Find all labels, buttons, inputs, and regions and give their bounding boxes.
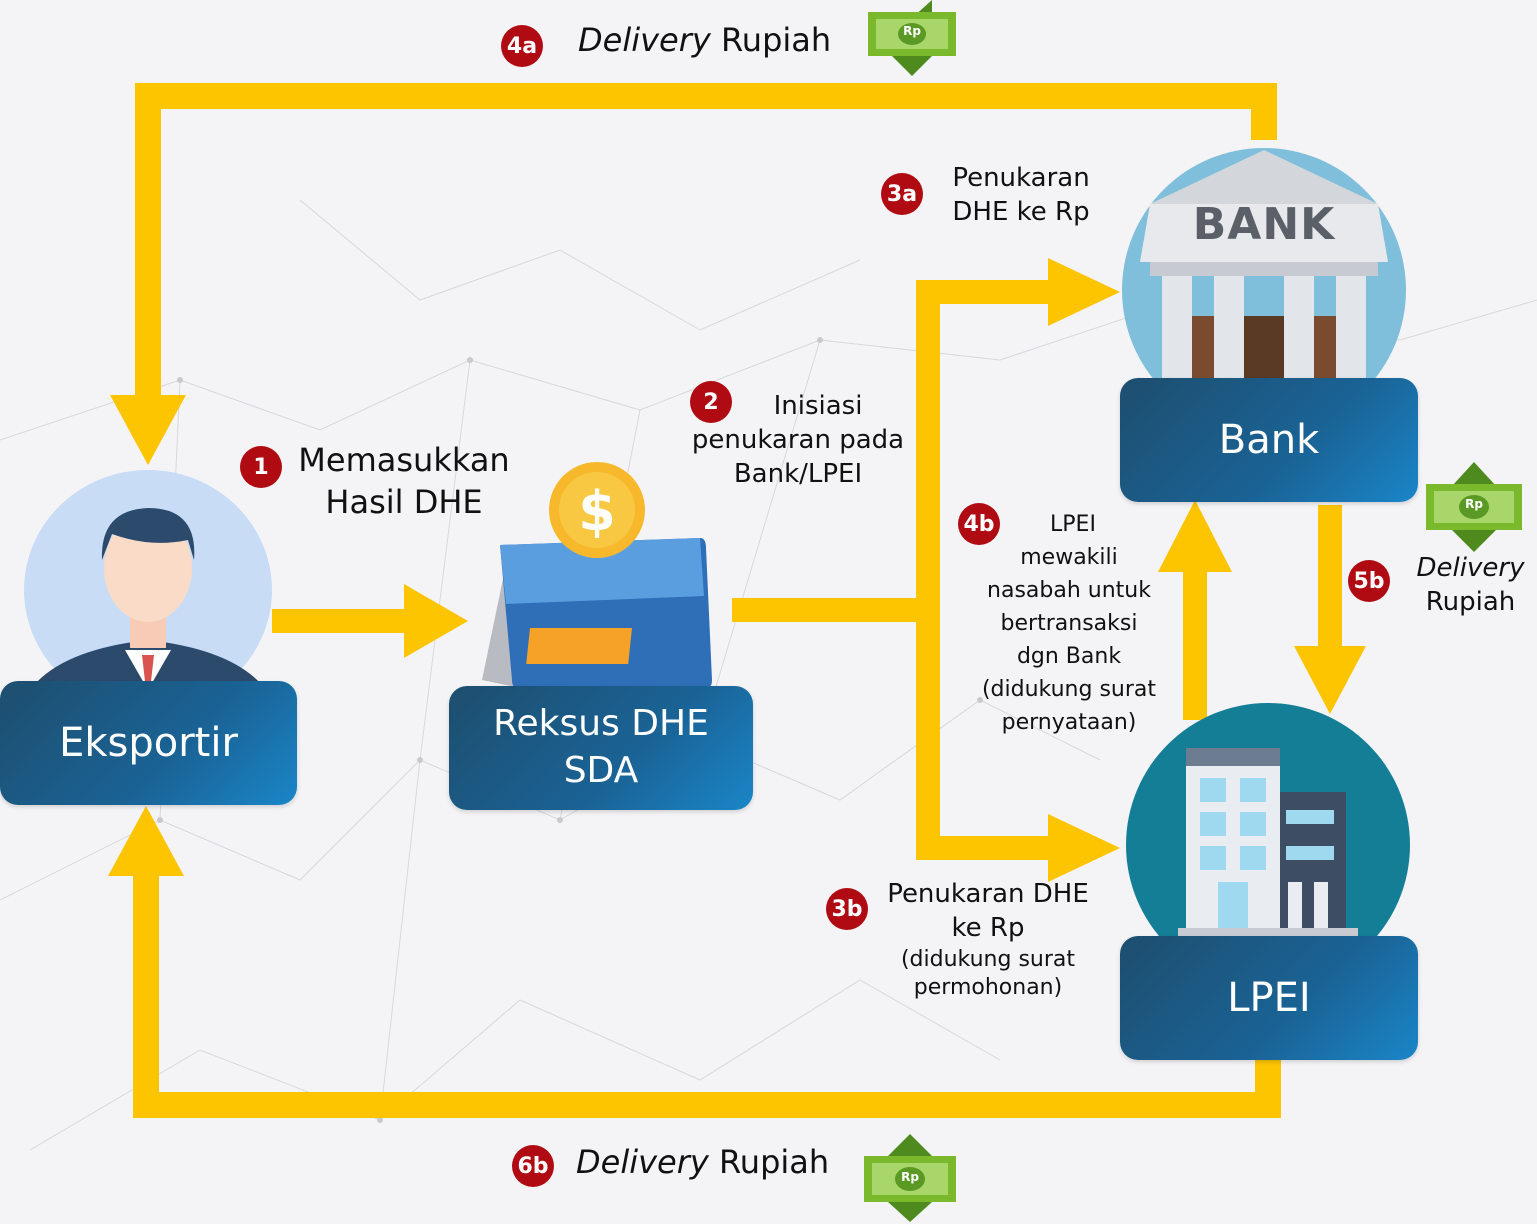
step-4b-line7: pernyataan) bbox=[1001, 710, 1137, 735]
node-eksportir-label: Eksportir bbox=[59, 720, 238, 766]
arrow-1 bbox=[272, 584, 468, 658]
node-eksportir: Eksportir bbox=[0, 681, 297, 805]
step-6b-label: Delivery Rupiah bbox=[576, 1142, 866, 1184]
money-bill-icon bbox=[1426, 462, 1522, 552]
step-1-line2: Hasil DHE bbox=[325, 482, 483, 521]
step-3b-line1: Penukaran DHE bbox=[887, 879, 1089, 909]
step-badge-4b: 4b bbox=[958, 503, 1000, 545]
node-reksus-dhe-sda: Reksus DHE SDA bbox=[449, 686, 753, 810]
step-3b-line3: (didukung surat bbox=[900, 946, 1076, 972]
node-lpei: LPEI bbox=[1120, 936, 1418, 1060]
bank-building-icon bbox=[1122, 148, 1406, 432]
money-bill-icon bbox=[868, 0, 956, 76]
node-reksus-line1: Reksus DHE bbox=[493, 703, 709, 745]
step-5b-italic: Delivery bbox=[1416, 553, 1525, 583]
step-4b-line6: (didukung surat bbox=[981, 677, 1157, 702]
step-4b-line5: dgn Bank bbox=[1016, 644, 1122, 669]
step-2-line1: Inisiasi bbox=[773, 391, 863, 421]
node-bank: Bank bbox=[1120, 378, 1418, 502]
step-4b-line2: mewakili bbox=[1020, 545, 1118, 570]
arrow-4a bbox=[110, 83, 1277, 465]
step-badge-3a: 3a bbox=[881, 173, 923, 215]
bank-sign: BANK bbox=[1192, 199, 1336, 250]
step-badge-1: 1 bbox=[240, 446, 282, 488]
money-rp-label: Rp bbox=[1465, 497, 1483, 511]
step-4b-line3: nasabah untuk bbox=[987, 578, 1151, 603]
step-4b-line4: bertransaksi bbox=[1000, 611, 1138, 636]
step-4b-label: LPEI mewakili nasabah untuk bertransaksi… bbox=[962, 508, 1176, 739]
step-3a-line1: Penukaran bbox=[952, 163, 1090, 193]
node-lpei-label: LPEI bbox=[1227, 975, 1311, 1021]
money-rp-label: Rp bbox=[903, 24, 921, 38]
step-4a-text: Rupiah bbox=[721, 21, 832, 59]
step-2-line3: Bank/LPEI bbox=[733, 458, 863, 489]
step-2-line2: penukaran pada bbox=[691, 424, 905, 455]
step-5b-text: Rupiah bbox=[1425, 586, 1516, 617]
step-2-label: Inisiasi penukaran pada Bank/LPEI bbox=[678, 390, 918, 491]
arrow-4b bbox=[1158, 500, 1232, 720]
step-badge-4a: 4a bbox=[501, 25, 543, 67]
step-3b-label: Penukaran DHE ke Rp (didukung surat perm… bbox=[872, 878, 1104, 1003]
node-reksus-line2: SDA bbox=[563, 750, 639, 791]
node-bank-label: Bank bbox=[1218, 417, 1320, 463]
arrow-5b bbox=[1294, 505, 1366, 714]
svg-text:$: $ bbox=[578, 480, 616, 543]
step-5b-label: Delivery Rupiah bbox=[1404, 552, 1537, 620]
step-4a-italic: Delivery bbox=[578, 21, 711, 59]
step-badge-2: 2 bbox=[690, 381, 732, 423]
step-3b-line4: permohonan) bbox=[913, 975, 1063, 1001]
step-6b-text: Rupiah bbox=[719, 1143, 830, 1181]
step-badge-3b: 3b bbox=[826, 888, 868, 930]
money-bill-icon bbox=[864, 1134, 956, 1222]
office-building-icon bbox=[1126, 703, 1410, 987]
step-badge-6b: 6b bbox=[512, 1145, 554, 1187]
step-3b-line2: ke Rp bbox=[951, 912, 1025, 943]
step-4a-label: Delivery Rupiah bbox=[578, 20, 868, 62]
step-3a-line2: DHE ke Rp bbox=[952, 196, 1090, 227]
step-3a-label: Penukaran DHE ke Rp bbox=[930, 162, 1112, 230]
money-rp-label: Rp bbox=[901, 1170, 919, 1184]
step-4b-line1: LPEI bbox=[1050, 512, 1096, 537]
arrow-6b bbox=[108, 806, 1281, 1118]
person-icon bbox=[24, 470, 272, 710]
step-6b-italic: Delivery bbox=[576, 1143, 709, 1181]
step-1-label: Memasukkan Hasil DHE bbox=[280, 440, 528, 523]
arrow-2 bbox=[732, 258, 1120, 882]
wallet-coin-icon: $ bbox=[482, 462, 712, 690]
step-badge-5b: 5b bbox=[1348, 560, 1390, 602]
step-1-line1: Memasukkan bbox=[298, 441, 510, 479]
